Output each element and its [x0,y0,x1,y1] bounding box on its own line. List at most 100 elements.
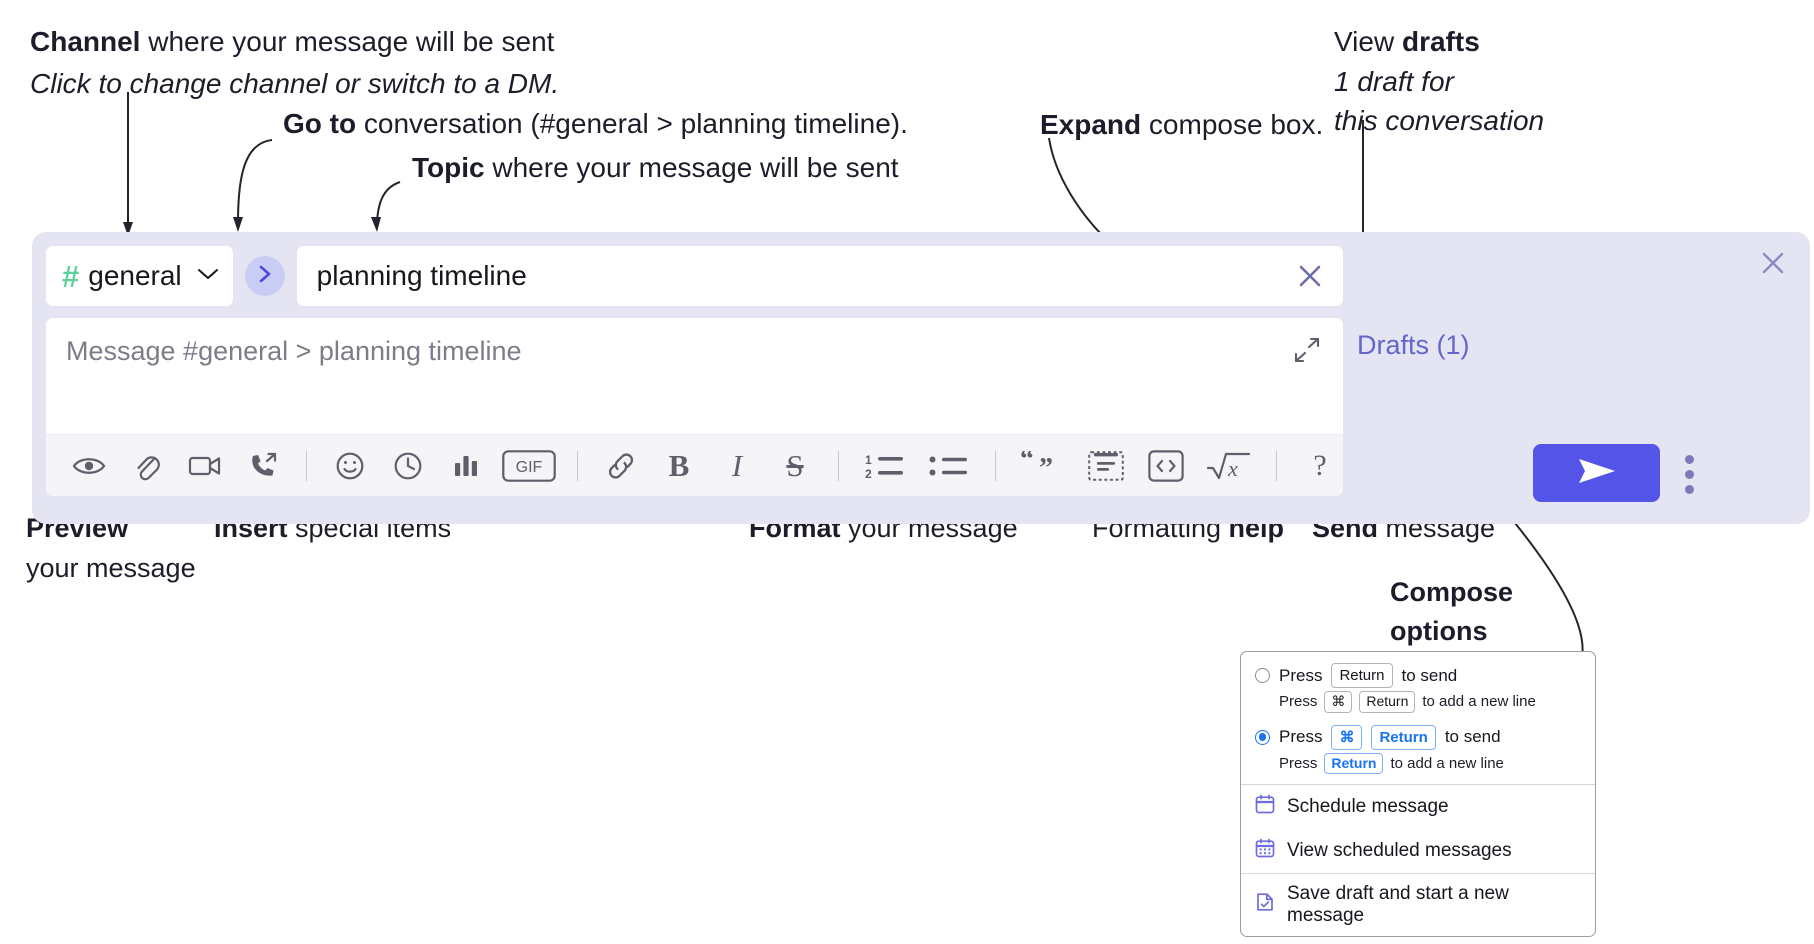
gif-icon[interactable]: GIF [501,443,557,489]
message-card: Message #general > planning timeline [46,318,1343,496]
topic-input[interactable]: planning timeline [316,260,527,291]
key-command: ⌘ [1324,691,1353,713]
code-block-icon[interactable] [1082,443,1130,489]
channel-selector[interactable]: # general [46,246,233,306]
option2-sub-post: to add a new line [1390,754,1504,772]
annotation-expand: Expand compose box. [1040,107,1323,143]
option2-sub-pre: Press [1279,754,1318,772]
menu-item-view-scheduled-messages[interactable]: View scheduled messages [1241,829,1595,873]
menu-item-label: Save draft and start a new message [1287,883,1509,927]
option2-pre: Press [1279,727,1323,747]
toolbar-separator [577,450,578,481]
key-return: Return [1324,752,1384,775]
svg-text:2: 2 [865,467,872,480]
key-return: Return [1359,691,1416,713]
annotation-drafts: View drafts 1 draft for this conversatio… [1334,24,1544,138]
formatting-toolbar: GIF B I S [46,434,1343,496]
poll-bars-icon[interactable] [443,443,489,489]
message-placeholder: Message #general > planning timeline [66,336,522,366]
compose-options-menu-button[interactable] [1672,452,1706,496]
svg-text:x: x [1227,456,1238,481]
compose-header: # general planning timeline [46,245,1343,307]
code-inline-icon[interactable] [1142,443,1190,489]
menu-item-label: View scheduled messages [1287,840,1512,862]
key-return: Return [1331,663,1393,688]
annotation-expand-bold: Expand [1040,109,1142,140]
link-icon[interactable] [598,443,644,489]
message-input-area[interactable]: Message #general > planning timeline [46,318,1343,434]
send-option-group: Press Return to send Press ⌘ Return to a… [1241,652,1595,723]
send-button[interactable] [1533,444,1660,502]
svg-text:1: 1 [865,453,872,467]
toolbar-separator [1276,450,1277,481]
goto-conversation-button[interactable] [244,256,285,296]
attachment-clip-icon[interactable] [124,443,170,489]
toolbar-separator [838,450,839,481]
bold-label: B [668,447,690,483]
calendar-icon [1255,794,1275,820]
calendar-grid-icon [1255,838,1275,864]
menu-item-save-draft[interactable]: Save draft and start a new message [1241,874,1595,936]
close-icon[interactable] [1758,248,1788,278]
kebab-dot [1684,469,1694,479]
annotation-topic: Topic where your message will be sent [412,150,899,186]
compose-panel: # general planning timeline Messag [32,232,1810,524]
svg-text:”: ” [1039,453,1053,481]
radio-cmd-return[interactable] [1255,729,1270,745]
annotation-preview-line2: your message [26,552,196,583]
annotation-channel-italic: Click to change channel or switch to a D… [30,67,560,99]
annotation-channel-rest: where your message will be sent [140,26,555,57]
menu-item-label: Schedule message [1287,796,1449,818]
topic-field[interactable]: planning timeline [296,246,1343,306]
video-camera-icon[interactable] [182,443,228,489]
italic-icon[interactable]: I [714,443,760,489]
clear-topic-icon[interactable] [1287,253,1333,299]
annotation-channel-bold: Channel [30,26,141,57]
math-icon[interactable]: x [1202,443,1256,489]
bold-icon[interactable]: B [656,443,702,489]
menu-divider [1241,873,1595,875]
emoji-smiley-icon[interactable] [327,443,373,489]
menu-divider [1241,784,1595,786]
hash-icon: # [62,258,80,294]
compose-inner: # general planning timeline Messag [46,245,1343,511]
bulleted-list-icon[interactable] [923,443,975,489]
strikethrough-icon[interactable]: S [772,443,818,489]
option1-post: to send [1401,665,1458,685]
send-option-return-sub: Press ⌘ Return to add a new line [1241,691,1595,713]
ordered-list-icon[interactable]: 1 2 [859,443,911,489]
annotation-compose-options-line1: Compose [1390,577,1514,607]
annotation-goto-bold: Go to [283,108,357,139]
formatting-help-icon[interactable]: ? [1297,443,1343,489]
annotation-drafts-italic-2: this conversation [1334,104,1545,136]
annotation-goto: Go to conversation (#general > planning … [283,106,908,142]
send-option-cmd-return[interactable]: Press ⌘ Return to send [1241,724,1595,750]
phone-call-icon[interactable] [240,443,286,489]
preview-eye-icon[interactable] [66,443,112,489]
chevron-down-icon [197,267,219,286]
help-label: ? [1313,448,1327,482]
annotation-compose-options-line2: options [1390,615,1488,646]
drafts-link[interactable]: Drafts (1) [1357,330,1470,360]
clock-icon[interactable] [385,443,431,489]
annotation-goto-rest: conversation (#general > planning timeli… [356,108,908,139]
kebab-dot [1684,454,1694,464]
key-return: Return [1371,724,1436,750]
annotation-topic-rest: where your message will be sent [484,152,899,183]
radio-return[interactable] [1255,668,1270,683]
kebab-dot [1684,484,1694,494]
send-option-return[interactable]: Press Return to send [1241,663,1595,688]
expand-compose-icon[interactable] [1287,330,1327,370]
send-paper-plane-icon [1573,454,1621,493]
annotation-drafts-italic-1: 1 draft for [1334,65,1454,97]
option2-post: to send [1444,727,1501,747]
menu-item-schedule-message[interactable]: Schedule message [1241,785,1595,829]
italic-label: I [731,447,743,483]
blockquote-icon[interactable]: “ ” [1016,443,1070,489]
key-command: ⌘ [1331,724,1363,750]
send-option-cmd-return-sub: Press Return to add a new line [1241,752,1595,775]
strikethrough-label: S [786,447,804,483]
svg-text:“: “ [1020,451,1034,475]
channel-name: general [88,260,182,291]
gif-label: GIF [516,459,543,476]
